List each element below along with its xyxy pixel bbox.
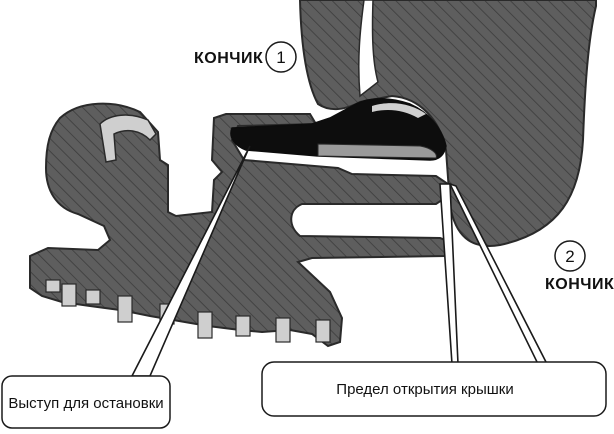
black-latch-part: [230, 98, 447, 161]
callout-box-lid-limit: [261, 361, 607, 417]
tip-1-label: КОНЧИК: [194, 50, 263, 67]
tip-1-circle: [265, 41, 297, 73]
tip-2-label: КОНЧИК: [545, 276, 614, 293]
claw-highlight: [99, 114, 157, 163]
callout-stop-text: Выступ для остановки: [8, 395, 163, 412]
callout-lid-limit-text: Предел открытия крышки: [336, 381, 513, 398]
tip-1-number: 1: [276, 48, 285, 67]
latch-sheen: [317, 143, 437, 159]
bottom-teeth: [45, 279, 331, 343]
callout-box-stop: [1, 375, 171, 429]
tip-2-circle: [554, 240, 586, 272]
upper-housing-slot: [358, 0, 379, 98]
tip-2-number: 2: [565, 247, 574, 266]
latch-shine: [372, 103, 426, 118]
